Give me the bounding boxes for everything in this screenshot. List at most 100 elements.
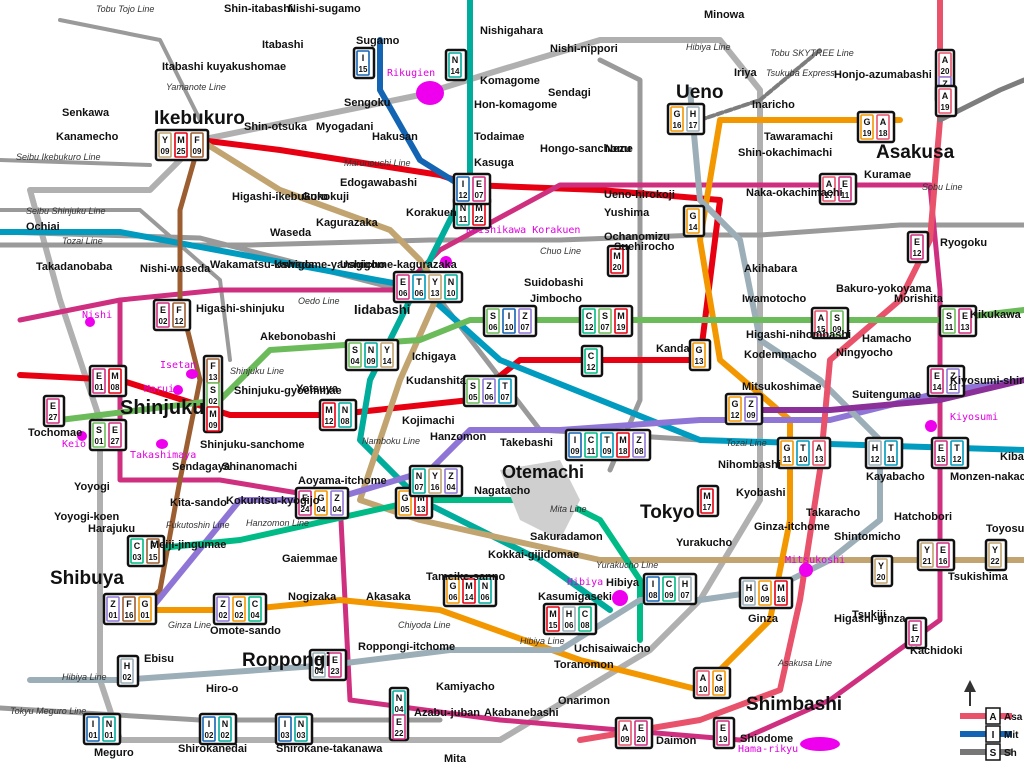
kanda-box[interactable]: G13 bbox=[688, 338, 712, 372]
hibiya-dot bbox=[612, 590, 628, 606]
shinjuku-e27-box[interactable]: E27 bbox=[42, 394, 66, 428]
kachidoki-box[interactable]: E17 bbox=[904, 616, 928, 650]
station-code-number: 12 bbox=[871, 455, 880, 464]
station-code-letter: S bbox=[490, 311, 496, 321]
station-code-number: 22 bbox=[395, 729, 404, 738]
station-code-letter: T bbox=[502, 381, 508, 391]
station-code-letter: M bbox=[111, 371, 119, 381]
otemachi-area bbox=[500, 460, 580, 540]
honjo-box[interactable]: A19 bbox=[934, 84, 958, 118]
station-code-number: 09 bbox=[833, 325, 842, 334]
station-code-letter: A bbox=[880, 117, 887, 127]
komagome-box[interactable]: N14 bbox=[444, 48, 468, 82]
keio-label: Keio bbox=[62, 439, 86, 450]
yurakucho-name: Yurakucho bbox=[676, 537, 733, 549]
shirokanedai-name: Shirokanedai bbox=[178, 743, 247, 755]
ginzaitchome-name: Ginza-itchome bbox=[754, 521, 830, 533]
shintomicho-box[interactable]: Y20 bbox=[870, 554, 894, 588]
sugamo-box[interactable]: I15 bbox=[352, 46, 376, 80]
station-code-number: 01 bbox=[141, 611, 150, 620]
station-code-letter: N bbox=[396, 693, 403, 703]
station-code-number: 10 bbox=[505, 323, 514, 332]
omotesando-name: Omote-sando bbox=[210, 625, 281, 637]
fukutoshin-line bbox=[137, 137, 203, 613]
kokuritsu-name: Kokuritsu-kyogijo bbox=[226, 495, 320, 507]
itabashikuyakushomae-name: Itabashi kuyakushomae bbox=[162, 61, 286, 73]
suehirocho-box[interactable]: G14 bbox=[682, 204, 706, 238]
tokyo-name: Tokyo bbox=[640, 502, 695, 523]
akihabara-name: Akihabara bbox=[744, 263, 798, 275]
station-code-number: 01 bbox=[109, 611, 118, 620]
station-code-number: 07 bbox=[501, 393, 510, 402]
ebisu-box[interactable]: H02 bbox=[116, 654, 140, 688]
kanamecho-name: Kanamecho bbox=[56, 131, 119, 143]
station-code-number: 11 bbox=[887, 455, 896, 464]
todaimae-name: Todaimae bbox=[474, 131, 525, 143]
station-code-letter: I bbox=[508, 311, 511, 321]
takadanobaba-name: Takadanobaba bbox=[36, 261, 113, 273]
ryogoku-box[interactable]: E12 bbox=[906, 230, 930, 264]
mitsukoshimae-name: Mitsukoshimae bbox=[742, 381, 821, 393]
toyosu-box[interactable]: Y22 bbox=[984, 538, 1008, 572]
station-code-letter: Z bbox=[486, 381, 492, 391]
roppongi-name: Roppongi bbox=[242, 650, 331, 671]
station-code-letter: S bbox=[352, 345, 358, 355]
seibu-ikebukuro bbox=[0, 158, 152, 167]
shiodome-box[interactable]: E19 bbox=[712, 716, 736, 750]
ochanomizu-box[interactable]: M20 bbox=[606, 244, 630, 278]
tokyo-box[interactable]: M17 bbox=[696, 484, 720, 518]
aoyama-name: Aoyama-itchome bbox=[298, 475, 387, 487]
akasaka-name: Akasaka bbox=[366, 591, 412, 603]
isetan-label: Isetan bbox=[160, 360, 196, 371]
shin-ochanomizu-box[interactable]: C12 bbox=[580, 344, 604, 378]
station-code-letter: M bbox=[465, 581, 473, 591]
mita-line-label: Mita Line bbox=[550, 504, 587, 514]
station-code-number: 16 bbox=[777, 595, 786, 604]
shinitabashi-name: Shin-itabashi bbox=[224, 3, 293, 15]
station-code-number: 17 bbox=[703, 503, 712, 512]
